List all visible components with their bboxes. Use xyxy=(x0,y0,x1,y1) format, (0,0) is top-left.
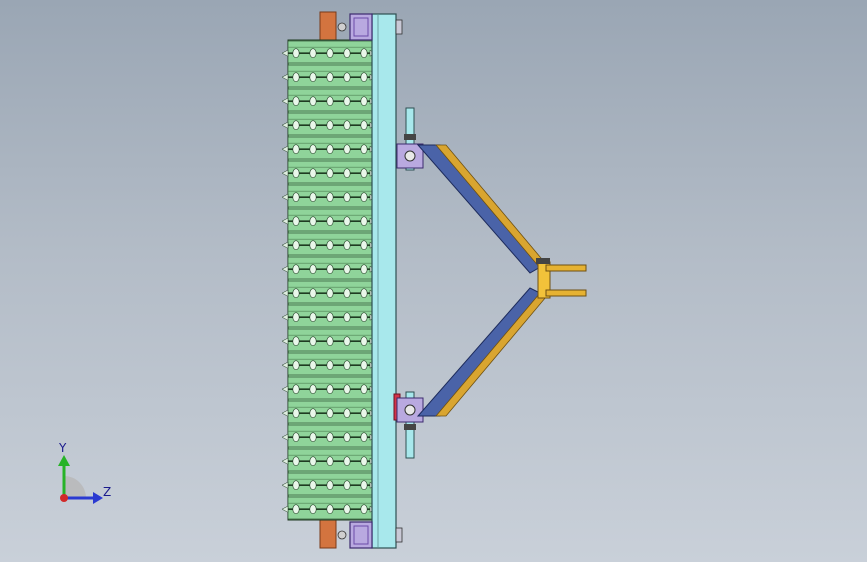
axis-z-label: Z xyxy=(103,485,112,499)
hitch-arm-lower[interactable] xyxy=(416,287,547,417)
shaft-top[interactable] xyxy=(319,11,337,45)
roller-disc[interactable] xyxy=(281,328,375,352)
end-bracket-bottom[interactable] xyxy=(337,521,403,549)
roller-assembly[interactable] xyxy=(281,39,375,521)
axis-y-label: Y xyxy=(59,441,67,455)
roller-disc[interactable] xyxy=(281,256,375,280)
triad-origin xyxy=(60,494,68,502)
hitch-mount-lower[interactable] xyxy=(393,391,424,459)
roller-disc[interactable] xyxy=(281,424,375,448)
roller-disc[interactable] xyxy=(281,352,375,376)
roller-disc[interactable] xyxy=(281,136,375,160)
roller-disc[interactable] xyxy=(281,160,375,184)
hitch-arm-upper[interactable] xyxy=(416,144,547,274)
coordinate-triad xyxy=(58,455,103,504)
shaft-bottom[interactable] xyxy=(319,515,337,549)
roller-disc[interactable] xyxy=(281,208,375,232)
roller-disc[interactable] xyxy=(281,496,375,520)
roller-disc[interactable] xyxy=(281,448,375,472)
frame-beam[interactable] xyxy=(371,13,397,549)
hitch-clevis[interactable] xyxy=(536,258,587,299)
roller-disc[interactable] xyxy=(281,376,375,400)
roller-disc[interactable] xyxy=(281,64,375,88)
end-bracket-top[interactable] xyxy=(337,13,403,41)
roller-disc[interactable] xyxy=(281,40,375,64)
roller-disc[interactable] xyxy=(281,232,375,256)
hitch-mount-upper[interactable] xyxy=(396,107,424,171)
roller-disc[interactable] xyxy=(281,88,375,112)
roller-disc[interactable] xyxy=(281,304,375,328)
roller-disc[interactable] xyxy=(281,112,375,136)
roller-disc[interactable] xyxy=(281,184,375,208)
roller-disc[interactable] xyxy=(281,472,375,496)
roller-disc[interactable] xyxy=(281,400,375,424)
roller-body[interactable] xyxy=(287,39,373,521)
roller-disc[interactable] xyxy=(281,280,375,304)
